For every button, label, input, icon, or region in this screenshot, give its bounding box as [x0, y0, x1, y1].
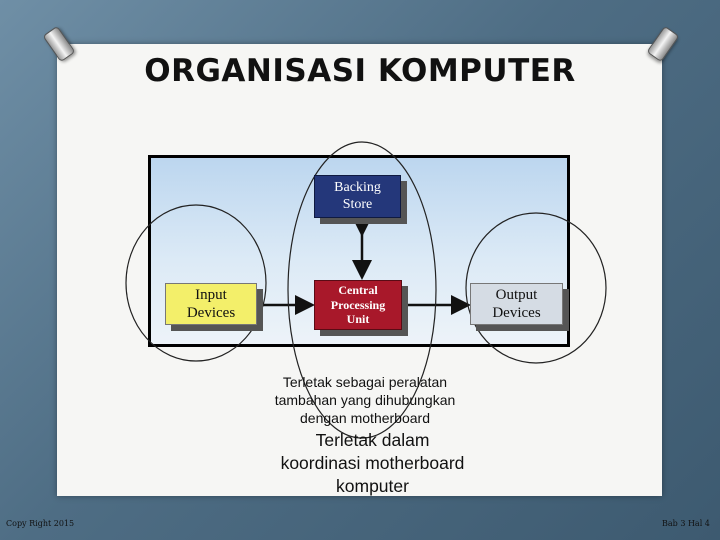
output-line-2: Devices	[492, 305, 541, 321]
input-devices-box: Input Devices	[165, 283, 257, 325]
caption-motherboard: Terletak dalam koordinasi motherboard ko…	[235, 429, 510, 498]
footer-copyright: Copy Right 2015	[6, 519, 75, 528]
caption-motherboard-line-2: koordinasi motherboard	[280, 453, 465, 473]
footer-page: Bab 3 Hal 4	[662, 519, 710, 528]
circle-input	[125, 204, 267, 362]
input-line-2: Devices	[186, 305, 236, 321]
output-line-1: Output	[495, 287, 538, 303]
backing-store-line-1: Backing	[334, 179, 381, 195]
caption-peripheral-line-2: tambahan yang dihubungkan	[274, 392, 456, 408]
circle-center	[287, 141, 437, 439]
cpu-line-3: Unit	[346, 312, 370, 327]
slide-title: ORGANISASI KOMPUTER	[144, 53, 576, 89]
caption-peripheral: Terletak sebagai peralatan tambahan yang…	[230, 373, 500, 427]
circle-output	[465, 212, 607, 364]
cpu-line-1: Central	[338, 283, 378, 298]
backing-store-box: Backing Store	[314, 175, 401, 218]
cpu-box: Central Processing Unit	[314, 280, 402, 330]
caption-peripheral-line-3: dengan motherboard	[300, 410, 430, 426]
caption-motherboard-line-1: Terletak dalam	[315, 430, 430, 450]
output-devices-box: Output Devices	[470, 283, 563, 325]
caption-motherboard-line-3: komputer	[336, 476, 409, 496]
cpu-line-2: Processing	[330, 297, 386, 312]
caption-peripheral-line-1: Terletak sebagai peralatan	[282, 374, 448, 390]
backing-store-line-2: Store	[342, 196, 373, 212]
input-line-1: Input	[195, 287, 227, 303]
